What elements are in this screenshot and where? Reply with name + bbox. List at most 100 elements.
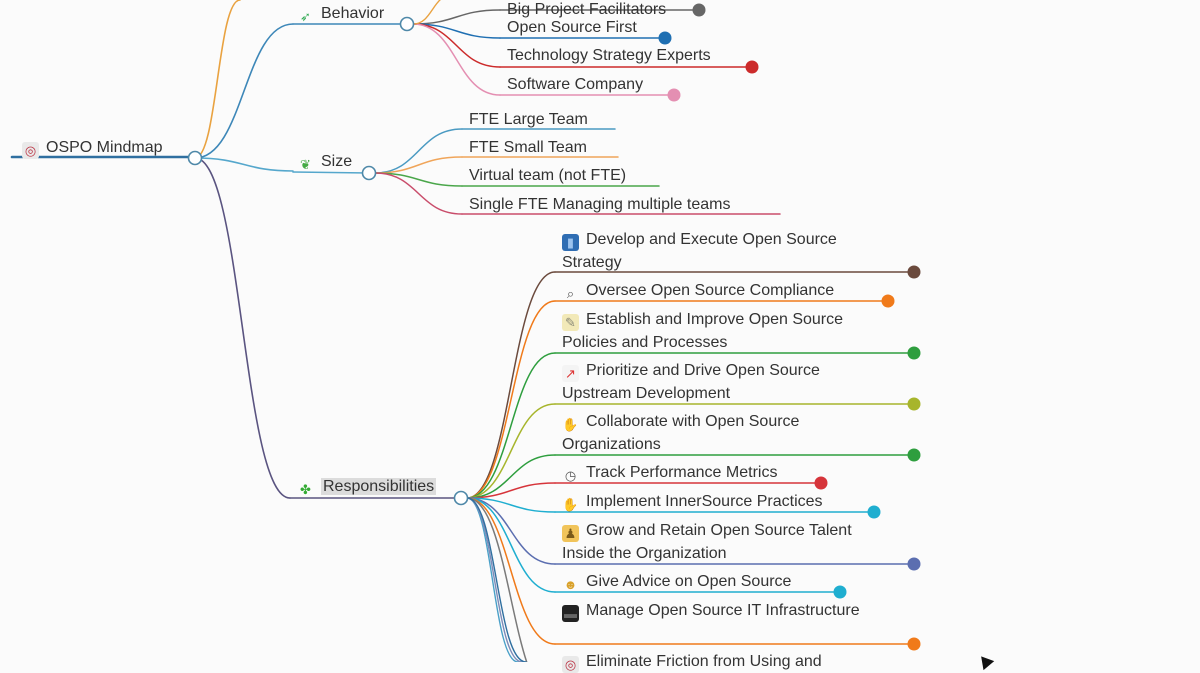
node-text: Responsibilities <box>321 478 437 495</box>
node-text: Software Company <box>507 76 644 93</box>
connector-responsibility-item <box>466 482 556 499</box>
responsibility-item[interactable]: ✎Establish and Improve Open Source Polic… <box>562 308 892 354</box>
book-icon: ▮ <box>562 234 579 251</box>
node-text: Oversee Open Source Compliance <box>586 282 835 299</box>
responsibility-item-dot[interactable] <box>907 637 921 651</box>
monitor-icon: ▬ <box>562 605 579 622</box>
connector-responsibility-item <box>466 454 556 499</box>
responsibility-item[interactable]: ▮Develop and Execute Open Source Strateg… <box>562 228 892 274</box>
behavior-item-dot[interactable] <box>745 60 759 74</box>
connector-behavior-item <box>412 23 501 39</box>
node-text: Track Performance Metrics <box>586 464 778 481</box>
size-item[interactable]: Virtual team (not FTE) <box>469 164 626 187</box>
behavior-item[interactable]: Big Project Facilitators <box>507 0 666 21</box>
connector-responsibility-item <box>466 352 556 499</box>
node-text: Size <box>321 153 353 170</box>
handshake-icon: ✋ <box>562 497 579 512</box>
size-item[interactable]: FTE Large Team <box>469 108 588 131</box>
responsibility-item-dot[interactable] <box>867 505 881 519</box>
person-icon: ☻ <box>563 577 578 592</box>
branch-responsibilities[interactable]: ✤ Responsibilities <box>297 475 437 498</box>
behavior-item-dot[interactable] <box>658 31 672 45</box>
connector-responsibility-item <box>466 497 528 662</box>
connector-responsibility-item <box>466 497 556 645</box>
node-text: FTE Large Team <box>469 111 588 128</box>
connector-behavior-item <box>412 9 501 25</box>
node-text: OSPO Mindmap <box>46 139 163 156</box>
node-text: Prioritize and Drive Open Source Upstrea… <box>562 362 820 402</box>
memo-icon: ✎ <box>562 314 579 331</box>
connector-size-item <box>374 156 463 174</box>
connector-responsibility-item <box>466 300 556 499</box>
responsibility-item[interactable]: ✋ Implement InnerSource Practices <box>562 490 823 513</box>
node-text: Manage Open Source IT Infrastructure <box>586 602 860 619</box>
connector-responsibility-item <box>466 403 556 499</box>
connector-size-item <box>374 172 463 187</box>
root-node[interactable]: ◎ OSPO Mindmap <box>22 136 162 159</box>
responsibility-item-dot[interactable] <box>881 294 895 308</box>
node-text: Implement InnerSource Practices <box>586 493 823 510</box>
node-text: Grow and Retain Open Source Talent Insid… <box>562 522 852 562</box>
node-text: Single FTE Managing multiple teams <box>469 196 731 213</box>
responsibility-item[interactable]: ✋Collaborate with Open Source Organizati… <box>562 410 892 456</box>
node-text: Collaborate with Open Source Organizatio… <box>562 413 800 453</box>
chart-increasing-icon: ↗ <box>562 365 579 382</box>
node-text: FTE Small Team <box>469 139 587 156</box>
responsibility-item[interactable]: ♟Grow and Retain Open Source Talent Insi… <box>562 519 892 565</box>
branch-behavior[interactable]: ➶ Behavior <box>297 2 384 25</box>
responsibility-item[interactable]: ◷Track Performance Metrics <box>562 461 778 484</box>
root-collapse-toggle[interactable] <box>187 150 203 166</box>
connector-behavior-item <box>412 23 501 96</box>
connector-responsibility-item <box>466 497 556 593</box>
responsibility-item[interactable]: ↗Prioritize and Drive Open Source Upstre… <box>562 359 892 405</box>
connector-offscreen <box>194 0 241 159</box>
behavior-item[interactable]: Software Company <box>507 73 643 96</box>
connector-responsibility-item <box>466 271 556 499</box>
size-item[interactable]: Single FTE Managing multiple teams <box>469 193 730 216</box>
connector-responsibility-item <box>466 497 556 565</box>
node-text: Technology Strategy Experts <box>507 47 711 64</box>
responsibility-item[interactable]: ⌕ Oversee Open Source Compliance <box>562 279 834 302</box>
behavior-item[interactable]: Technology Strategy Experts <box>507 44 711 67</box>
seedling-icon: ❦ <box>300 157 311 172</box>
responsibility-item-dot[interactable] <box>907 397 921 411</box>
people-icon: ♟ <box>562 525 579 542</box>
four-leaf-clover-icon: ✤ <box>300 482 311 497</box>
behavior-item-dot[interactable] <box>667 88 681 102</box>
responsibility-item-dot[interactable] <box>833 585 847 599</box>
node-text: Give Advice on Open Source <box>586 573 792 590</box>
node-text: Behavior <box>321 5 385 22</box>
responsibility-item[interactable]: ▬ Manage Open Source IT Infrastructure <box>562 599 860 622</box>
responsibility-item-dot[interactable] <box>907 448 921 462</box>
node-text: Open Source First <box>507 19 637 36</box>
connector-offscreen <box>466 497 519 662</box>
compass-icon: ◎ <box>22 142 39 159</box>
responsibility-item-dot[interactable] <box>814 476 828 490</box>
connector-size <box>194 157 294 172</box>
responsibility-item[interactable]: ☻ Give Advice on Open Source <box>562 570 792 593</box>
handshake-icon: ✋ <box>562 417 579 432</box>
branch-size[interactable]: ❦ Size <box>297 150 352 173</box>
connector-offscreen <box>466 497 527 662</box>
responsibilities-collapse-toggle[interactable] <box>453 490 469 506</box>
size-collapse-toggle[interactable] <box>361 165 377 181</box>
behavior-collapse-toggle[interactable] <box>399 16 415 32</box>
rocket-icon: ➶ <box>300 9 311 24</box>
magnifier-icon: ⌕ <box>566 286 575 301</box>
node-text: Big Project Facilitators <box>507 1 667 18</box>
responsibility-item-dot[interactable] <box>907 346 921 360</box>
node-text: Develop and Execute Open Source Strategy <box>562 231 837 271</box>
behavior-item[interactable]: Open Source First <box>507 16 637 39</box>
node-text: Virtual team (not FTE) <box>469 167 627 184</box>
connector-behavior <box>194 23 294 159</box>
behavior-item-dot[interactable] <box>692 3 706 17</box>
responsibility-item-dot[interactable] <box>907 265 921 279</box>
connector-responsibility-item <box>466 497 556 513</box>
responsibility-item-dot[interactable] <box>907 557 921 571</box>
size-item[interactable]: FTE Small Team <box>469 136 587 159</box>
connector-offscreen-item <box>412 0 442 25</box>
connector-size-item <box>374 172 463 215</box>
size-underline <box>292 171 370 174</box>
compass-icon: ◎ <box>562 656 579 673</box>
